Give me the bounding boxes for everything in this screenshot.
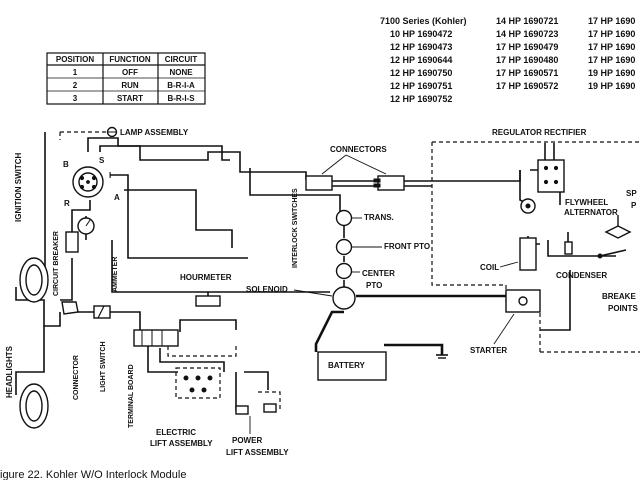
interlock-switches-label: INTERLOCK SWITCHES xyxy=(292,188,299,268)
starter-label: STARTER xyxy=(470,346,507,355)
model-entry: 17 HP 1690 xyxy=(588,29,635,39)
table-cell: 1 xyxy=(73,68,78,77)
spark-plug-label: SP xyxy=(626,189,637,198)
circuit-breaker: CIRCUIT BREAKER xyxy=(53,231,79,296)
terminal-r-label: R xyxy=(64,199,70,208)
breaker-label: BREAKE xyxy=(602,292,636,301)
points-label: POINTS xyxy=(608,304,638,313)
flywheel-alternator: FLYWHEEL ALTERNATOR xyxy=(520,198,618,217)
model-entry: 17 HP 1690480 xyxy=(496,55,558,65)
regulator-rectifier-label: REGULATOR RECTIFIER xyxy=(492,128,587,137)
solenoid-label: SOLENOID xyxy=(246,285,288,294)
connectors-label: CONNECTORS xyxy=(330,145,387,154)
terminal-i-label: I xyxy=(109,171,111,180)
headlights: HEADLIGHTS xyxy=(5,257,49,429)
model-entry: 12 HP 1690752 xyxy=(390,94,452,104)
power-lift-label-2: LIFT ASSEMBLY xyxy=(226,448,289,457)
switch-position-table: POSITION FUNCTION CIRCUIT 1 OFF NONE 2 R… xyxy=(46,52,206,105)
power-lift-label: POWER xyxy=(232,436,262,445)
model-list: 7100 Series (Kohler) 10 HP 1690472 12 HP… xyxy=(380,16,635,104)
wires xyxy=(15,131,620,411)
connectors: CONNECTORS xyxy=(305,145,405,191)
terminal-s-label: S xyxy=(99,156,105,165)
breaker-points: BREAKE POINTS xyxy=(597,249,638,313)
hourmeter: HOURMETER xyxy=(180,273,232,307)
power-lift-assembly: POWER LIFT ASSEMBLY xyxy=(226,403,289,457)
ignition-switch: B S I R A IGNITION SWITCH xyxy=(14,152,120,222)
battery-label: BATTERY xyxy=(328,361,366,370)
model-list-title: 7100 Series (Kohler) xyxy=(380,16,467,26)
connector-label: CONNECTOR xyxy=(73,355,80,400)
model-entry: 19 HP 1690 xyxy=(588,81,635,91)
model-entry: 17 HP 1690572 xyxy=(496,81,558,91)
model-entry: 12 HP 1690751 xyxy=(390,81,452,91)
model-col-1: 10 HP 1690472 12 HP 1690473 12 HP 169064… xyxy=(390,29,452,104)
model-col-2: 14 HP 1690721 14 HP 1690723 17 HP 169047… xyxy=(496,16,558,91)
light-switch: LIGHT SWITCH xyxy=(93,305,111,392)
trans-label: TRANS. xyxy=(364,213,394,222)
model-entry: 12 HP 1690750 xyxy=(390,68,452,78)
center-pto-label: CENTER xyxy=(362,269,395,278)
model-entry: 14 HP 1690721 xyxy=(496,16,558,26)
model-col-3: 17 HP 1690 17 HP 1690 17 HP 1690 17 HP 1… xyxy=(588,16,635,91)
flywheel-label: FLYWHEEL xyxy=(565,198,608,207)
table-header-circuit: CIRCUIT xyxy=(165,55,198,64)
table-cell: NONE xyxy=(169,68,193,77)
terminal-board-label: TERMINAL BOARD xyxy=(128,364,135,428)
model-entry: 14 HP 1690723 xyxy=(496,29,558,39)
model-entry: 17 HP 1690 xyxy=(588,42,635,52)
table-cell: 3 xyxy=(73,94,78,103)
starter: STARTER xyxy=(470,289,541,355)
model-entry: 17 HP 1690571 xyxy=(496,68,558,78)
electric-lift-label: ELECTRIC xyxy=(156,428,196,437)
table-cell: RUN xyxy=(121,81,139,90)
table-cell: B-R-I-S xyxy=(167,94,195,103)
condenser: CONDENSER xyxy=(556,241,607,280)
light-switch-label: LIGHT SWITCH xyxy=(100,341,107,392)
table-cell: B-R-I-A xyxy=(167,81,195,90)
front-pto-label: FRONT PTO xyxy=(384,242,430,251)
alternator-label: ALTERNATOR xyxy=(564,208,618,217)
electric-lift-label-2: LIFT ASSEMBLY xyxy=(150,439,213,448)
table-cell: OFF xyxy=(122,68,138,77)
table-cell: START xyxy=(117,94,143,103)
model-entry: 17 HP 1690479 xyxy=(496,42,558,52)
model-entry: 12 HP 1690473 xyxy=(390,42,452,52)
spark-plug-label-2: P xyxy=(631,201,637,210)
ammeter: AMMETER xyxy=(77,217,119,292)
lamp-assembly: LAMP ASSEMBLY xyxy=(106,126,189,138)
table-header-position: POSITION xyxy=(56,55,94,64)
model-entry: 12 HP 1690644 xyxy=(390,55,452,65)
electric-lift-assembly: ELECTRIC LIFT ASSEMBLY xyxy=(150,367,221,448)
table-cell: 2 xyxy=(73,81,78,90)
circuit-breaker-label: CIRCUIT BREAKER xyxy=(53,231,60,296)
spark-plug: SP P xyxy=(604,189,637,239)
headlight-connector: CONNECTOR xyxy=(61,301,80,400)
model-entry: 17 HP 1690 xyxy=(588,16,635,26)
model-entry: 17 HP 1690 xyxy=(588,55,635,65)
solenoid: SOLENOID xyxy=(246,285,356,310)
model-entry: 10 HP 1690472 xyxy=(390,29,452,39)
terminal-board: TERMINAL BOARD xyxy=(128,329,179,428)
center-pto-label-2: PTO xyxy=(366,281,382,290)
battery: BATTERY xyxy=(317,351,448,381)
table-header-function: FUNCTION xyxy=(109,55,151,64)
coil: COIL xyxy=(480,237,537,272)
regulator-rectifier: REGULATOR RECTIFIER xyxy=(492,128,587,193)
coil-label: COIL xyxy=(480,263,499,272)
condenser-label: CONDENSER xyxy=(556,271,607,280)
figure-caption: igure 22. Kohler W/O Interlock Module xyxy=(0,469,186,480)
hourmeter-label: HOURMETER xyxy=(180,273,232,282)
ammeter-label: AMMETER xyxy=(112,257,119,292)
lamp-assembly-label: LAMP ASSEMBLY xyxy=(120,128,189,137)
terminal-a-label: A xyxy=(114,193,120,202)
headlights-label: HEADLIGHTS xyxy=(5,345,14,398)
ignition-switch-label: IGNITION SWITCH xyxy=(14,152,23,222)
terminal-b-label: B xyxy=(63,160,69,169)
model-entry: 19 HP 1690 xyxy=(588,68,635,78)
interlock-switches: TRANS. FRONT PTO CENTER PTO INTERLOCK SW… xyxy=(292,188,430,290)
